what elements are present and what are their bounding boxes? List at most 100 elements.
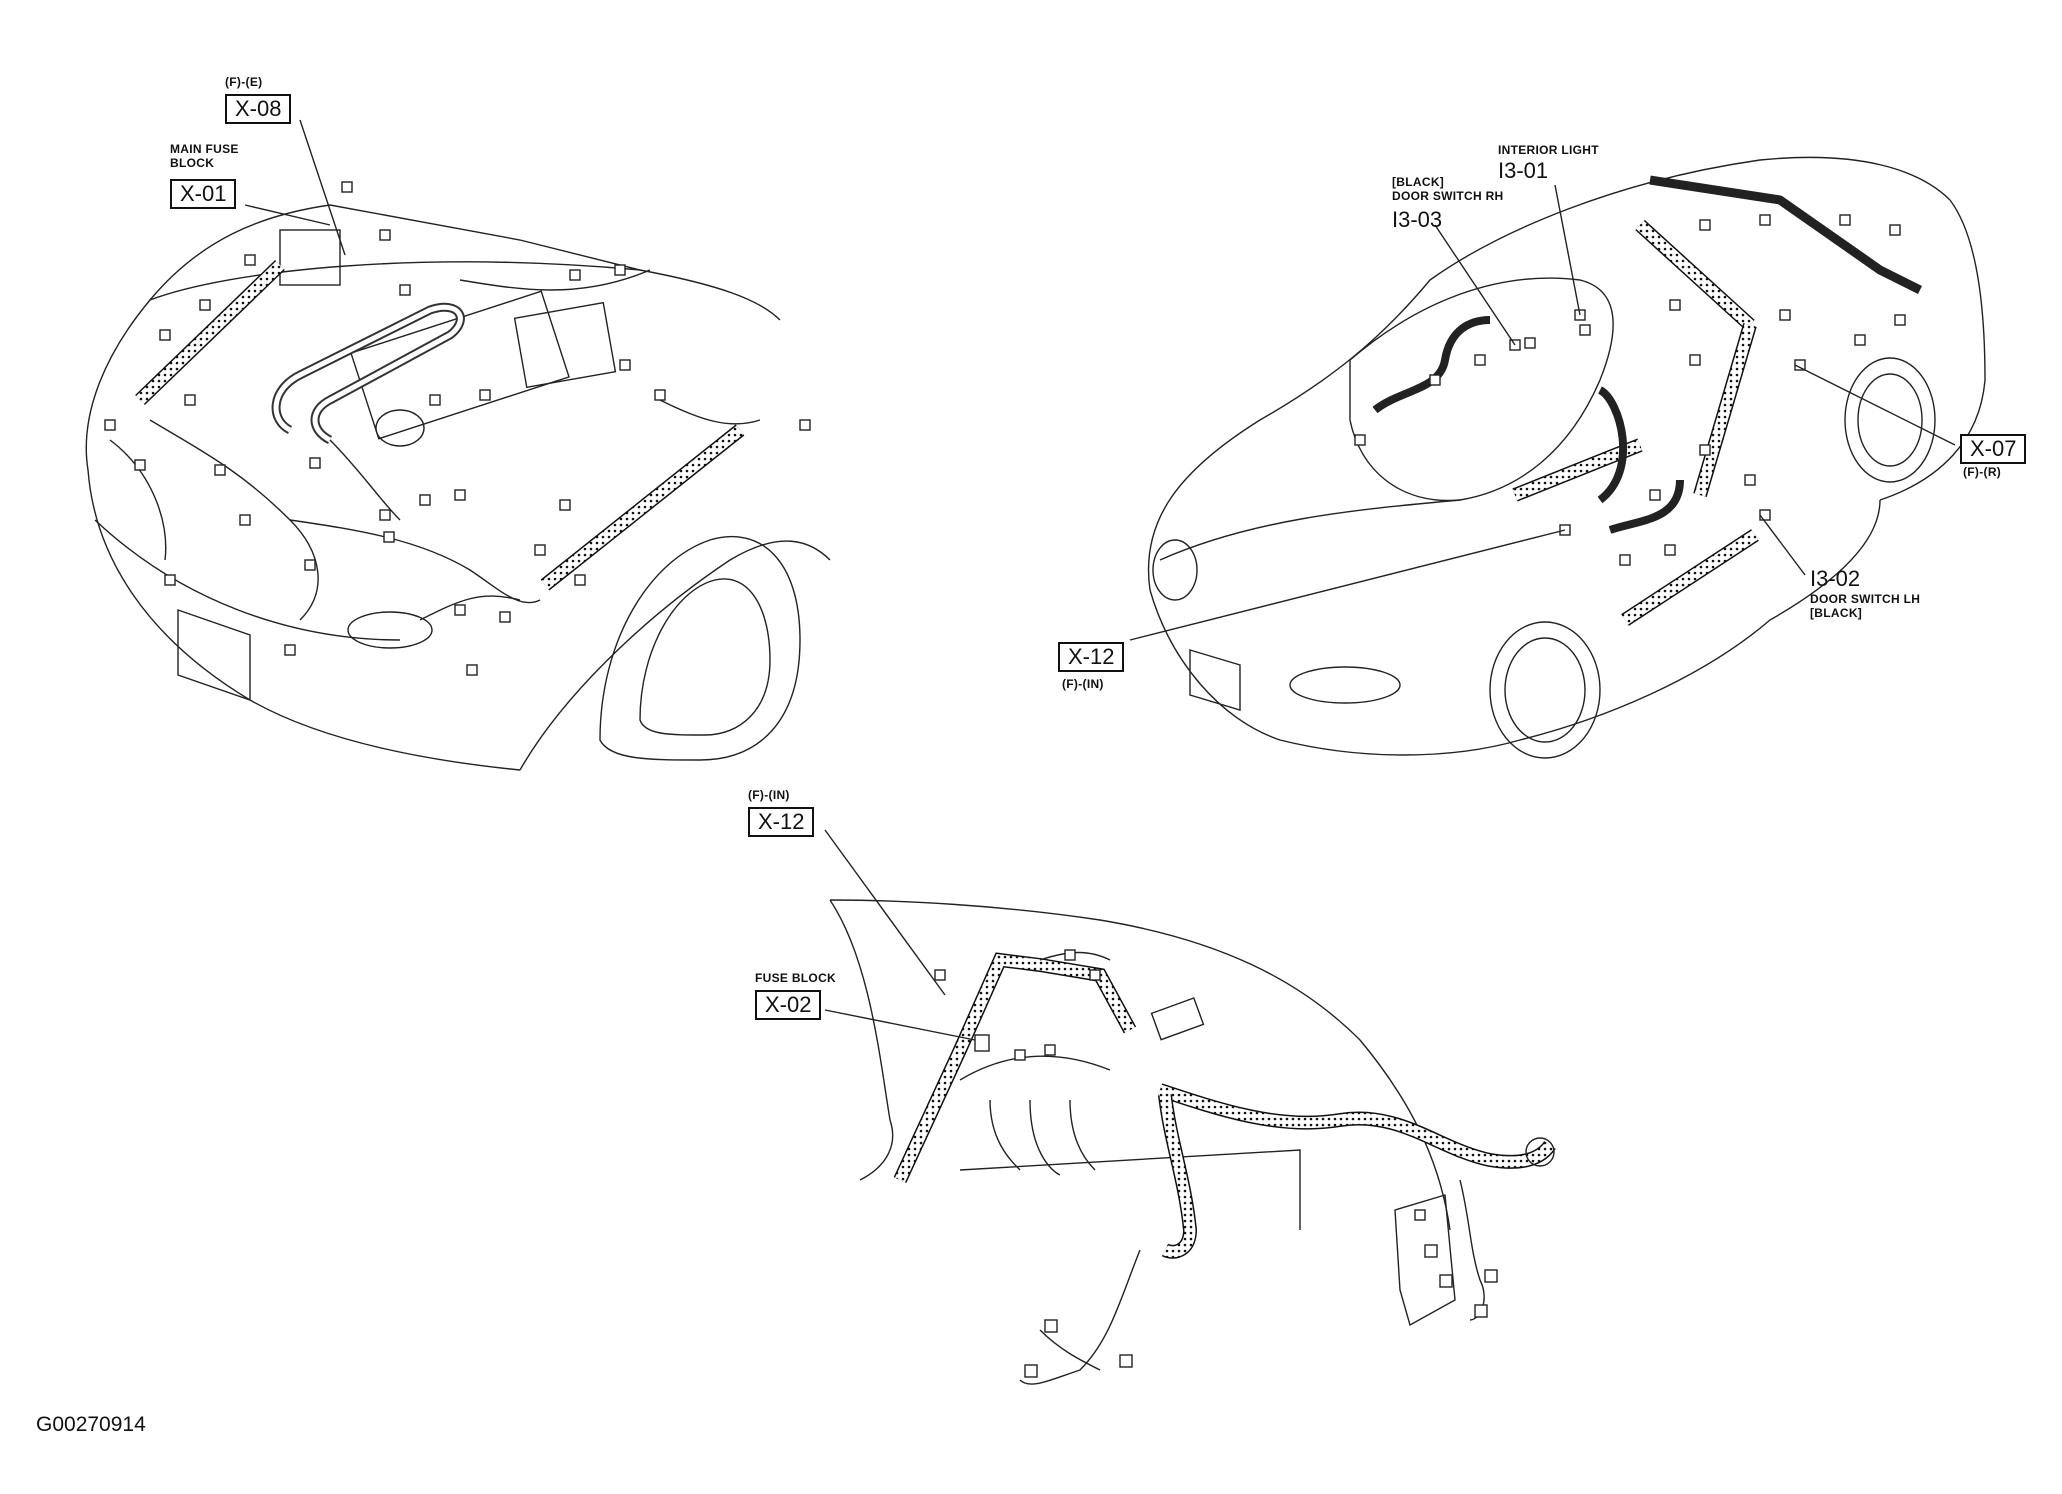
wire-branch <box>459 269 651 291</box>
interior-headlight-left <box>1152 539 1198 601</box>
dash-wire <box>1039 951 1111 961</box>
x12-interior-leader-line <box>1129 529 1566 641</box>
harness-left-dotted-fill <box>136 261 284 404</box>
i302-name: DOOR SWITCH LH <box>1810 592 1921 606</box>
dash-wire <box>1019 1249 1141 1385</box>
interior-car-body-outline <box>1147 156 1951 591</box>
dash-harness-left-dotted-fill <box>895 954 1135 1183</box>
front-car-view <box>85 119 831 771</box>
front-car-lower-body <box>87 469 521 771</box>
wire-branch <box>109 439 167 561</box>
engine-cover <box>350 290 570 440</box>
dash-junction-block <box>1150 997 1205 1041</box>
interior-hood-line <box>1159 499 1461 561</box>
harness-rear-deck <box>1649 175 1923 295</box>
interior-car-lower-body <box>1149 499 1881 756</box>
harness-main-loop-inner <box>273 304 463 443</box>
i303-name-label: [BLACK] DOOR SWITCH RH <box>1392 175 1504 204</box>
interior-windshield <box>1349 277 1614 502</box>
harness-console <box>1608 479 1684 534</box>
harness-sill-dotted-fill <box>1621 530 1759 625</box>
x02-dash-leader-line <box>824 1009 976 1041</box>
dash-harness-drop-dotted-fill <box>1159 1094 1196 1258</box>
x01-name-line2: BLOCK <box>170 155 215 170</box>
i303-color: [BLACK] <box>1392 175 1445 189</box>
i303-leader-line <box>1434 224 1516 346</box>
i303-code-label: I3-03 <box>1392 207 1443 232</box>
battery-box <box>513 301 617 389</box>
front-headlight-right <box>347 611 433 649</box>
front-hood-line <box>149 261 641 301</box>
figure-id: G00270914 <box>36 1413 146 1436</box>
front-bumper <box>94 519 401 641</box>
main-fuse-block-box <box>279 229 341 286</box>
x02-code-label: X-02 <box>755 990 822 1020</box>
front-license-plate <box>177 609 251 701</box>
harness-windshield-left <box>1372 316 1491 414</box>
front-wheel-outer <box>599 535 801 761</box>
i302-name-label: DOOR SWITCH LH [BLACK] <box>1810 592 1921 621</box>
interior-front-wheel-inner <box>1504 637 1586 743</box>
i301-name-label: INTERIOR LIGHT <box>1498 143 1599 157</box>
x01-leader-line <box>244 204 331 226</box>
interior-rear-wheel-inner <box>1857 373 1923 467</box>
i303-name: DOOR SWITCH RH <box>1392 188 1504 203</box>
interior-headlight-right <box>1289 666 1401 704</box>
i302-leader-line <box>1759 514 1806 576</box>
i301-leader-line <box>1554 184 1581 316</box>
x01-code-label: X-01 <box>170 179 237 209</box>
wire-branch <box>289 519 541 604</box>
dash-harness-main-dotted-fill <box>1158 1084 1555 1168</box>
interior-front-wheel <box>1489 621 1601 759</box>
i302-code-label: I3-02 <box>1810 566 1861 591</box>
x02-name-label: FUSE BLOCK <box>755 971 836 985</box>
x12-dash-position-label: (F)-(IN) <box>748 788 790 802</box>
dash-wire <box>1459 1179 1485 1321</box>
dash-outline-left <box>829 899 894 1181</box>
wire-branch <box>149 419 319 621</box>
harness-roof-dotted-fill <box>1636 220 1754 330</box>
front-wheel-inner <box>639 578 771 736</box>
dash-view <box>824 829 1556 1385</box>
harness-right-dotted-fill <box>541 425 744 590</box>
interior-car-view <box>1129 156 1986 759</box>
dash-lower-panel <box>959 1149 1301 1230</box>
dash-grommet <box>1525 1137 1555 1167</box>
dash-harness-left-dotted <box>893 952 1137 1183</box>
x12-dash-leader-line <box>824 829 946 996</box>
x12-dash-code-label: X-12 <box>748 807 815 837</box>
harness-a-pillar <box>1597 386 1627 504</box>
x01-name-line1: MAIN FUSE <box>170 142 239 156</box>
x07-leader-line <box>1794 364 1956 446</box>
air-filter <box>375 409 425 447</box>
front-fender <box>519 540 831 771</box>
interior-car-rear <box>1879 199 1986 501</box>
x08-position-label: (F)-(E) <box>225 75 263 89</box>
wire-branch <box>659 399 761 425</box>
front-car-body-outline <box>85 204 781 471</box>
dash-connectors <box>934 949 1498 1378</box>
x12-interior-code-label: X-12 <box>1058 642 1125 672</box>
dash-knee-panel <box>989 1099 1096 1176</box>
harness-pillar-dotted-fill <box>1694 323 1756 497</box>
wire-branch <box>419 595 521 621</box>
interior-rear-wheel <box>1844 357 1936 483</box>
dash-harness-main-dotted <box>1157 1083 1556 1169</box>
i301-code-label: I3-01 <box>1498 158 1549 183</box>
x12-interior-position-label: (F)-(IN) <box>1062 677 1104 691</box>
interior-connectors <box>1354 214 1906 566</box>
x07-code-label: X-07 <box>1960 434 2027 464</box>
x08-code-label: X-08 <box>225 94 292 124</box>
front-connectors <box>104 181 811 676</box>
dash-outline-upper <box>829 899 1451 1231</box>
dash-center-box <box>1394 1194 1456 1327</box>
i302-color: [BLACK] <box>1810 605 1863 620</box>
x01-name-label: MAIN FUSE BLOCK <box>170 142 239 171</box>
dash-steering-column <box>959 1055 1111 1081</box>
dash-wire <box>1039 1329 1101 1371</box>
x08-leader-line <box>299 119 346 256</box>
interior-license-plate <box>1189 649 1241 711</box>
x07-position-label: (F)-(R) <box>1963 465 2002 479</box>
wire-branch <box>329 439 401 521</box>
